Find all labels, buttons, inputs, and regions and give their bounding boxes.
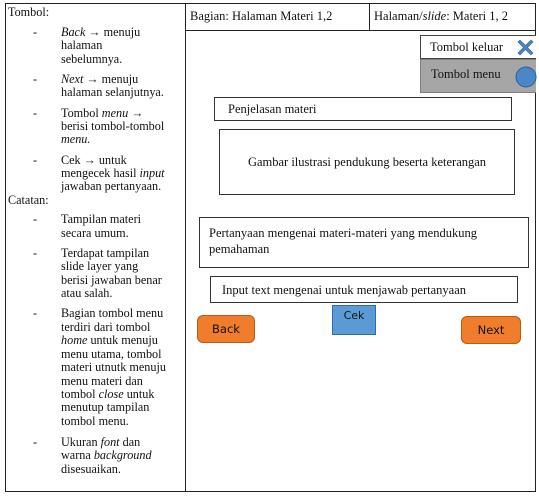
- close-icon: [517, 39, 534, 56]
- circle-icon: [515, 66, 537, 88]
- bullet-dash: -: [33, 435, 38, 449]
- material-title: Penjelasan materi: [228, 102, 317, 116]
- bullet-dash: -: [33, 72, 38, 86]
- note-line: materi utnutk menuju: [61, 360, 166, 374]
- bullet-dash: -: [33, 246, 38, 260]
- answer-input[interactable]: Input text mengenai untuk menjawab perta…: [210, 276, 518, 303]
- note-line: Ukuran font dan: [61, 435, 141, 449]
- back-desc-line: Back → menuju: [61, 25, 141, 39]
- menu-desc-line: Tombol menu →: [61, 106, 144, 120]
- note-line: menutup tampilan: [61, 400, 150, 414]
- question-text: pemahaman: [209, 242, 270, 256]
- note-line: menu materi dan: [61, 374, 143, 388]
- note-line: terdiri dari tombol: [61, 320, 151, 334]
- note-line: slide layer yang: [61, 259, 139, 273]
- tombol-heading: Tombol:: [8, 5, 50, 19]
- answer-input-placeholder: Input text mengenai untuk menjawab perta…: [222, 283, 467, 297]
- next-desc-line: Next → menuju: [61, 72, 139, 86]
- cek-desc-line: mengecek hasil input: [61, 166, 165, 180]
- menu-desc-line: berisi tombol-tombol: [61, 119, 165, 133]
- note-line: tombol menu.: [61, 414, 129, 428]
- note-line: secara umum.: [61, 226, 129, 240]
- menu-button-label: Tombol menu: [431, 67, 501, 81]
- next-desc-line: halaman selanjutnya.: [61, 85, 164, 99]
- exit-button[interactable]: Tombol keluar: [420, 35, 536, 59]
- bullet-dash: -: [33, 153, 38, 167]
- cek-desc-line: Cek → untuk: [61, 153, 127, 167]
- note-line: Tampilan materi: [61, 212, 142, 226]
- note-line: Bagian tombol menu: [61, 306, 164, 320]
- menu-desc-line: menu.: [61, 132, 91, 146]
- illustration-placeholder: Gambar ilustrasi pendukung beserta keter…: [219, 129, 515, 195]
- bullet-dash: -: [33, 25, 38, 39]
- notes-column: [5, 3, 186, 492]
- cek-desc-line: jawaban pertanyaan.: [61, 179, 162, 193]
- note-line: atau salah.: [61, 286, 113, 300]
- check-button[interactable]: Cek: [332, 305, 376, 335]
- note-line: menu utama, tombol: [61, 347, 162, 361]
- exit-button-label: Tombol keluar: [430, 40, 504, 54]
- bullet-dash: -: [33, 306, 38, 320]
- back-button[interactable]: Back: [197, 315, 255, 343]
- question-text: Pertanyaan mengenai materi-materi yang m…: [209, 226, 477, 240]
- page-label: Halaman/slide: Materi 1, 2: [370, 3, 536, 31]
- back-desc-line: halaman: [61, 38, 103, 52]
- section-label: Bagian: Halaman Materi 1,2: [186, 3, 370, 31]
- next-button[interactable]: Next: [461, 316, 521, 344]
- note-line: tombol close untuk: [61, 387, 155, 401]
- note-line: home untuk menuju: [61, 333, 158, 347]
- illustration-caption: Gambar ilustrasi pendukung beserta keter…: [247, 154, 487, 169]
- question-box: Pertanyaan mengenai materi-materi yang m…: [199, 217, 529, 268]
- note-line: warna background: [61, 448, 152, 462]
- menu-button[interactable]: Tombol menu: [420, 59, 537, 93]
- back-desc-line: sebelumnya.: [61, 52, 123, 66]
- note-line: disesuaikan.: [61, 462, 121, 476]
- note-line: Terdapat tampilan: [61, 246, 150, 260]
- bullet-dash: -: [33, 212, 38, 226]
- material-title-box: Penjelasan materi: [214, 97, 512, 121]
- note-line: berisi jawaban benar: [61, 273, 162, 287]
- storyboard-frame: [5, 3, 536, 492]
- bullet-dash: -: [33, 106, 38, 120]
- catatan-heading: Catatan:: [8, 193, 49, 207]
